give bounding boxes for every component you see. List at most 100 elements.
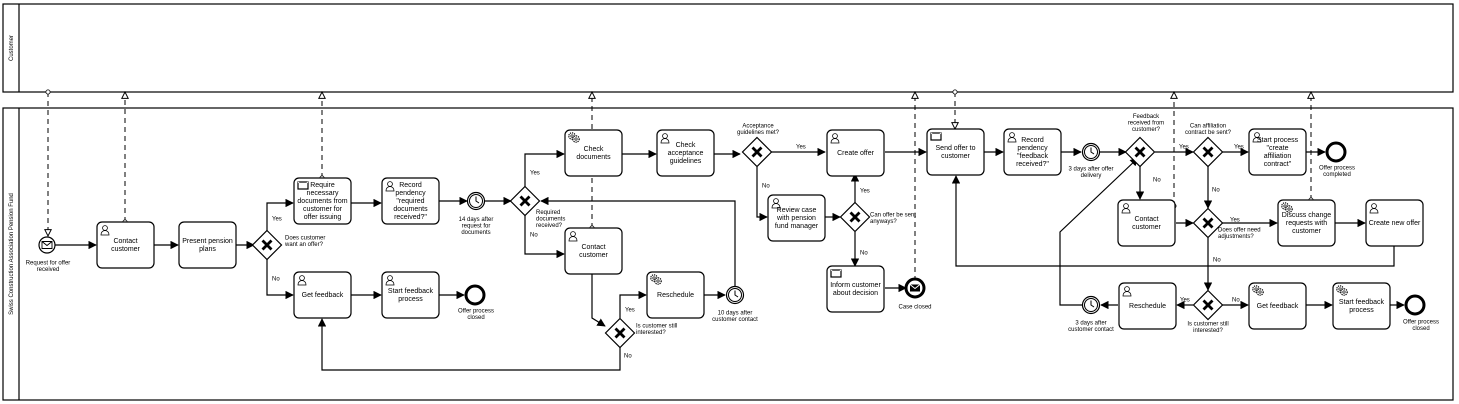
gateway-sent-anyway[interactable] [839, 201, 871, 233]
text-line: Contact [113, 238, 137, 245]
text-line: 3 days after offer [1069, 166, 1114, 172]
task-get-feedback-1[interactable]: Get feedback [293, 271, 352, 319]
text-line: with pension [776, 215, 816, 222]
end-event-offer-completed [1325, 141, 1347, 163]
task-create-new-offer[interactable]: Create new offer [1365, 199, 1424, 247]
end-event-offer-closed-1 [464, 284, 486, 306]
user-icon [297, 275, 307, 286]
text-line: "create [1267, 145, 1289, 152]
text-line: Create new offer [1369, 220, 1421, 227]
gateway-wants-offer[interactable] [251, 229, 283, 261]
flow-label-yes: Yes [530, 171, 540, 177]
text-line: "required [396, 198, 424, 205]
flow-label-no: No [530, 233, 538, 239]
text-line: customer for [303, 206, 343, 213]
gateway-feedback-received[interactable] [1124, 136, 1156, 168]
text-line: Can offer be sent [870, 212, 916, 218]
text-line: delivery [1081, 173, 1102, 179]
text-line: Start feedback [1339, 299, 1385, 306]
gateway-still-interested-1[interactable] [604, 317, 636, 349]
text-line: Does offer need [1218, 227, 1261, 233]
text-line: closed [1412, 326, 1429, 332]
text-line: Start feedback [388, 288, 434, 295]
text-line: documents [536, 217, 565, 223]
flow-labels: YesNoYesNoYesNoYesNoYesNoYesNoYesNoYesNo… [272, 145, 1244, 360]
text-line: Acceptance [742, 123, 774, 129]
end-event-offer-closed-2 [1404, 294, 1426, 316]
start-event [38, 236, 56, 254]
text-line: Offer process [458, 308, 494, 314]
text-line: 14 days after [459, 217, 494, 223]
text-line: documents [393, 206, 428, 213]
text-line: Send offer to [936, 145, 976, 152]
gateway-affiliation[interactable] [1192, 136, 1224, 168]
user-icon [1007, 132, 1017, 143]
task-reschedule-1[interactable]: Reschedule [646, 271, 705, 319]
text-line: pendency [1017, 145, 1048, 152]
user-icon [660, 133, 670, 144]
user-icon [385, 181, 395, 192]
timer-event-3-days-delivery [1081, 142, 1101, 162]
text-line: Reschedule [1129, 303, 1166, 310]
timer-event-3-days-contact [1081, 295, 1101, 315]
clock-icon [1090, 300, 1095, 308]
text-line: customer? [1132, 127, 1161, 133]
text-line: Case closed [898, 305, 931, 311]
flow-label-yes: Yes [625, 308, 635, 314]
gateway-still-interested-2[interactable] [1192, 289, 1224, 321]
text-line: 3 days after [1075, 320, 1106, 326]
flow-label-yes: Yes [1179, 145, 1189, 151]
text-line: completed [1323, 172, 1351, 178]
gateway-docs-received[interactable] [509, 185, 541, 217]
text-line: contract" [1264, 161, 1292, 168]
flow-label-no: No [1212, 188, 1220, 194]
flow-label-yes: Yes [796, 145, 806, 151]
task-reschedule-2[interactable]: Reschedule [1118, 282, 1177, 330]
task-create-offer[interactable]: Create offer [826, 129, 885, 177]
gateway-adjustments[interactable] [1192, 207, 1224, 239]
text-line: customer contact [1068, 327, 1114, 333]
text-line: fund manager [775, 223, 819, 230]
text-line: pendency [395, 190, 426, 197]
flow-label-no: No [1232, 298, 1240, 304]
text-line: Discuss change [1282, 212, 1332, 219]
gateway-guidelines-met[interactable] [741, 136, 773, 168]
text-line: Record [399, 182, 422, 189]
text-line: adjustments? [1218, 234, 1254, 240]
text-line: Can affiliation [1190, 123, 1226, 129]
clock-icon [1090, 147, 1095, 155]
task-get-feedback-2[interactable]: Get feedback [1248, 282, 1307, 330]
task-record-pendency-docs[interactable]: Recordpendency"requireddocumentsreceived… [381, 177, 440, 225]
text-line: received?" [394, 214, 427, 221]
text-line: interested? [1193, 328, 1223, 334]
text-line: contract be sent? [1185, 130, 1232, 136]
user-icon [1122, 286, 1132, 297]
text-line: Create offer [837, 150, 875, 157]
envelope-icon [297, 181, 309, 190]
text-line: acceptance [668, 150, 704, 157]
